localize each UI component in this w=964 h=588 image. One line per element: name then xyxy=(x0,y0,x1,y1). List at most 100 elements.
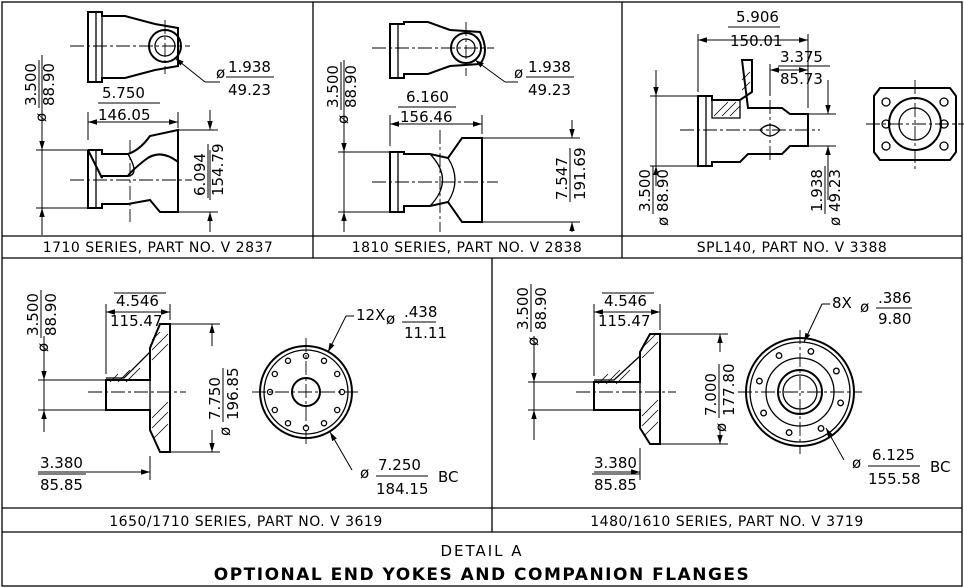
yoke-side-section xyxy=(680,59,820,167)
bolt-hole xyxy=(817,424,825,432)
bolt-hole xyxy=(333,370,341,378)
bc-label: BC xyxy=(438,468,459,486)
flange-dimensions xyxy=(528,292,845,480)
yoke-side-view xyxy=(70,128,192,222)
bolt-hole xyxy=(760,409,768,417)
diameter-symbol: ø xyxy=(32,113,50,122)
bolt-hole xyxy=(832,367,840,375)
shaft-dia-in: 3.500 xyxy=(324,65,342,108)
panel-1710-yoke: ø 1.938 49.23 5.750 146.05 3.500 88.90 ø… xyxy=(22,11,274,256)
bolt-count: 8X xyxy=(832,294,852,312)
yoke-dimensions xyxy=(338,60,580,232)
length-mm: 115.47 xyxy=(598,312,651,330)
bolt-hole xyxy=(807,347,815,355)
panel-spl140-yoke: 5.906 150.01 3.375 85.73 3.500 88.90 ø 1… xyxy=(636,8,964,256)
drawing-title: OPTIONAL END YOKES AND COMPANION FLANGES xyxy=(214,565,751,585)
panel-1650-1710-flange: 12X ø .438 11.11 ø 7.250 184.15 BC 4.546… xyxy=(24,290,459,530)
diameter-symbol: ø xyxy=(654,217,672,226)
spl-dimensions xyxy=(650,34,836,200)
flange-section-view xyxy=(576,333,676,445)
bc-dia-mm: 184.15 xyxy=(376,480,429,498)
shaft-dia-mm: 88.90 xyxy=(42,293,60,336)
diameter-symbol: ø xyxy=(386,310,395,328)
panel-caption: 1710 SERIES, PART NO. V 2837 xyxy=(43,240,274,256)
length-in: 6.160 xyxy=(406,88,449,106)
height-mm: 191.69 xyxy=(571,148,589,201)
flange-end-view xyxy=(252,338,360,446)
bolt-dia-mm: 9.80 xyxy=(878,310,911,328)
flange-end-view xyxy=(866,80,964,170)
length-mm: 115.47 xyxy=(110,312,163,330)
length-in: 5.750 xyxy=(102,84,145,102)
hole-dia-mm: 49.23 xyxy=(228,81,271,99)
offset-in: 3.375 xyxy=(780,48,823,66)
bolt-hole xyxy=(775,352,783,360)
bolt-hole xyxy=(837,399,845,407)
height-in: 6.094 xyxy=(191,153,209,196)
panel-caption: 1480/1610 SERIES, PART NO. V 3719 xyxy=(590,514,863,530)
shaft-dia-mm: 88.90 xyxy=(654,169,672,212)
hole-dia-in: 1.938 xyxy=(528,58,571,76)
bc-dia-in: 6.125 xyxy=(872,446,915,464)
bolt-dia-mm: 11.11 xyxy=(404,324,447,342)
length-mm: 146.05 xyxy=(98,106,151,124)
flange-end-view xyxy=(738,330,862,454)
od-in: 7.000 xyxy=(702,373,720,416)
bolt-dia-in: .386 xyxy=(878,289,911,307)
shaft-dia-in: 3.500 xyxy=(24,293,42,336)
pilot-in: 3.380 xyxy=(594,454,637,472)
length-in: 4.546 xyxy=(116,292,159,310)
diameter-symbol: ø xyxy=(826,217,844,226)
panel-1480-1610-flange: 8X ø .386 9.80 ø 6.125 155.58 BC 4.546 1… xyxy=(514,284,951,530)
yoke-side-view xyxy=(372,130,498,232)
bolt-hole xyxy=(755,377,763,385)
yoke-dimensions xyxy=(36,55,218,235)
panel-caption: 1810 SERIES, PART NO. V 2838 xyxy=(352,240,583,256)
yoke-top-view xyxy=(70,11,220,83)
shaft-dia-in: 3.500 xyxy=(636,169,654,212)
shaft-dia-in: 3.500 xyxy=(22,63,40,106)
yoke-top-view xyxy=(372,21,518,83)
panel-caption: SPL140, PART NO. V 3388 xyxy=(697,240,888,256)
hole-dia-in: 1.938 xyxy=(808,169,826,212)
detail-label: DETAIL A xyxy=(440,542,523,560)
bolt-dia-in: .438 xyxy=(404,303,437,321)
bolt-count: 12X xyxy=(356,306,385,324)
hole-dia-in: 1.938 xyxy=(228,58,271,76)
shaft-dia-mm: 88.90 xyxy=(342,65,360,108)
bolt-hole xyxy=(266,388,274,396)
length-mm: 150.01 xyxy=(730,32,783,50)
bc-dia-in: 7.250 xyxy=(378,456,421,474)
pilot-in: 3.380 xyxy=(40,454,83,472)
diameter-symbol: ø xyxy=(712,423,730,432)
hole-dia-mm: 49.23 xyxy=(826,169,844,212)
bolt-hole xyxy=(333,406,341,414)
bolt-hole xyxy=(284,357,292,365)
diameter-symbol: ø xyxy=(852,454,861,472)
bolt-hole xyxy=(284,419,292,427)
od-mm: 177.80 xyxy=(720,364,738,417)
diameter-symbol: ø xyxy=(216,427,234,436)
panel-caption: 1650/1710 SERIES, PART NO. V 3619 xyxy=(109,514,382,530)
bc-dia-mm: 155.58 xyxy=(868,470,921,488)
height-in: 7.547 xyxy=(553,157,571,200)
diameter-symbol: ø xyxy=(360,464,369,482)
bolt-hole xyxy=(271,370,279,378)
pilot-mm: 85.85 xyxy=(40,476,83,494)
flange-dimensions xyxy=(38,292,354,480)
diameter-symbol: ø xyxy=(216,64,225,82)
bolt-holes xyxy=(755,347,845,437)
bolt-hole xyxy=(271,406,279,414)
length-in: 5.906 xyxy=(736,8,779,26)
panel-1810-yoke: ø 1.938 49.23 6.160 156.46 3.500 88.90 ø… xyxy=(324,21,589,256)
offset-mm: 85.73 xyxy=(780,70,823,88)
length-mm: 156.46 xyxy=(400,108,453,126)
diameter-symbol: ø xyxy=(514,64,523,82)
height-mm: 154.79 xyxy=(209,144,227,197)
od-mm: 196.85 xyxy=(224,368,242,421)
shaft-dia-mm: 88.90 xyxy=(40,63,58,106)
diameter-symbol: ø xyxy=(860,298,869,316)
shaft-dia-mm: 88.90 xyxy=(532,287,550,330)
